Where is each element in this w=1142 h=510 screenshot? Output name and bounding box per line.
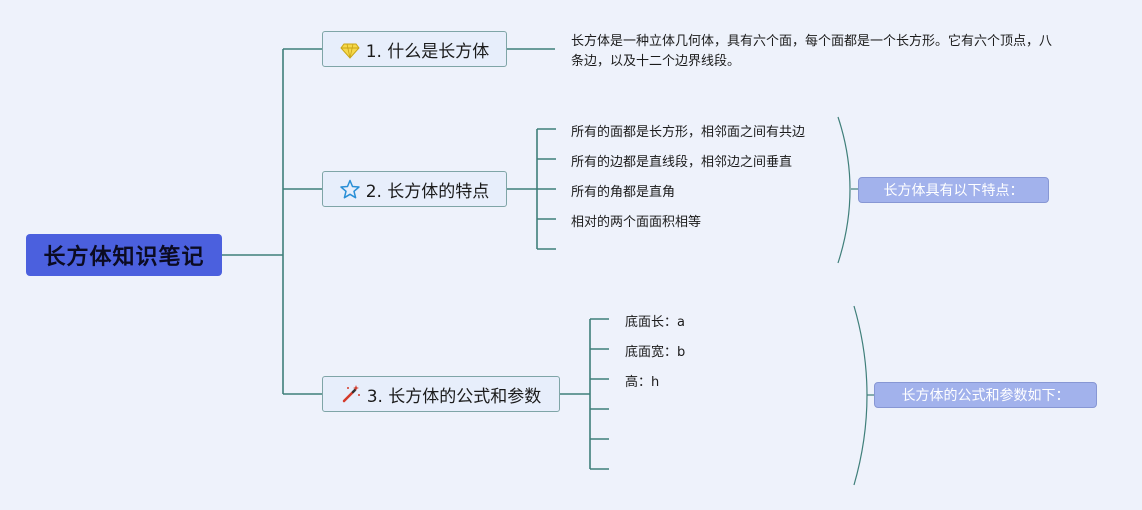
formulas-summary[interactable]: 长方体的公式和参数如下： [874,382,1097,408]
feature-item: 所有的面都是长方形，相邻面之间有共边 [571,125,806,140]
topic-definition-label: 1. 什么是长方体 [365,41,490,62]
topic-formulas[interactable]: 3. 长方体的公式和参数 [322,376,560,412]
formula-item: 底面宽：b [625,345,686,360]
features-summary-brace [837,116,851,264]
formulas-summary-brace [853,305,868,486]
root-topic[interactable]: 长方体知识笔记 [26,234,222,276]
gem-icon [340,39,360,59]
topic-definition[interactable]: 1. 什么是长方体 [322,31,507,67]
feature-item: 所有的边都是直线段，相邻边之间垂直 [571,155,793,170]
topic-features[interactable]: 2. 长方体的特点 [322,171,507,207]
feature-item: 相对的两个面面积相等 [571,215,702,230]
star-icon [339,179,360,199]
magic-wand-icon [341,384,361,404]
formulas-summary-label: 长方体的公式和参数如下： [901,388,1070,404]
feature-item: 所有的角都是直角 [571,185,676,200]
formula-item: 高：h [625,375,660,390]
features-summary[interactable]: 长方体具有以下特点： [858,177,1049,203]
definition-text: 长方体是一种立体几何体，具有六个面，每个面都是一个长方形。它有六个顶点，八条边，… [571,34,1053,69]
formula-item: 底面长：a [625,315,685,330]
root-topic-label: 长方体知识笔记 [43,245,205,270]
features-summary-label: 长方体具有以下特点： [883,183,1024,199]
topic-formulas-label: 3. 长方体的公式和参数 [366,386,542,407]
topic-features-label: 2. 长方体的特点 [365,181,490,202]
